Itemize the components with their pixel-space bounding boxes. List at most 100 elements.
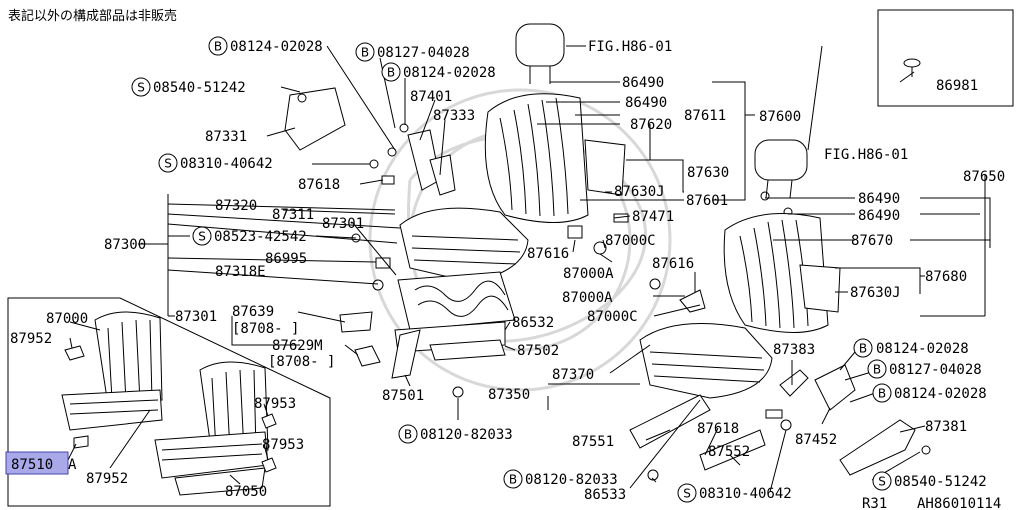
label-87611[interactable]: 87611 <box>684 108 726 124</box>
label-87502[interactable]: 87502 <box>517 343 559 359</box>
label-s-08540-51242-a[interactable]: 08540-51242 <box>153 80 246 96</box>
label-86532[interactable]: 86532 <box>512 315 554 331</box>
circled-b-mark <box>867 359 887 379</box>
label-87620[interactable]: 87620 <box>630 117 672 133</box>
label-fig-h86-01-b[interactable]: FIG.H86-01 <box>824 147 908 163</box>
label-86533[interactable]: 86533 <box>584 487 626 503</box>
circled-s-letter: S <box>198 230 206 244</box>
label-86490-c[interactable]: 86490 <box>858 191 900 207</box>
label-diagram-code: AH86010114 <box>917 496 1001 510</box>
part-seatback-front-left <box>484 93 626 223</box>
label-87381[interactable]: 87381 <box>925 419 967 435</box>
circled-s-mark <box>872 471 892 491</box>
circled-b-letter: B <box>214 40 222 54</box>
label-87000a-b[interactable]: 87000A <box>562 290 613 306</box>
part-seat-cushion-front-right <box>639 323 773 399</box>
label-87952-a[interactable]: 87952 <box>10 331 52 347</box>
circled-b-mark <box>398 424 418 444</box>
label-87510-suffix: A <box>68 457 77 473</box>
label-b-08124-02028-b[interactable]: 08124-02028 <box>403 65 496 81</box>
label-b-08127-04028-b[interactable]: 08127-04028 <box>889 362 982 378</box>
label-87630j-a[interactable]: 87630J <box>614 184 665 200</box>
label-87616-a[interactable]: 87616 <box>527 246 569 262</box>
label-s-08540-51242-b[interactable]: 08540-51242 <box>894 474 987 490</box>
label-86490-b[interactable]: 86490 <box>625 95 667 111</box>
label-87680[interactable]: 87680 <box>925 269 967 285</box>
label-87650[interactable]: 87650 <box>963 169 1005 185</box>
label-86995[interactable]: 86995 <box>265 251 307 267</box>
label-87050[interactable]: 87050 <box>225 484 267 500</box>
label-87300[interactable]: 87300 <box>104 237 146 253</box>
leader-lines <box>67 45 991 493</box>
circled-b-letter: B <box>404 428 412 442</box>
part-rails-front-left <box>339 311 506 379</box>
label-87639[interactable]: 87639 <box>232 304 274 320</box>
label-87600[interactable]: 87600 <box>759 109 801 125</box>
label-87383[interactable]: 87383 <box>773 342 815 358</box>
circled-b-letter: B <box>878 387 886 401</box>
label-87953-a[interactable]: 87953 <box>254 396 296 412</box>
label-87601[interactable]: 87601 <box>686 193 728 209</box>
label-fig-h86-01-a[interactable]: FIG.H86-01 <box>588 39 672 55</box>
label-87000a-a[interactable]: 87000A <box>563 266 614 282</box>
label-87501[interactable]: 87501 <box>382 388 424 404</box>
label-s-08310-40642-b[interactable]: 08310-40642 <box>699 486 792 502</box>
circled-b-letter: B <box>509 473 517 487</box>
label-87510[interactable]: 87510 <box>11 457 53 473</box>
label-87301-a[interactable]: 87301 <box>322 216 364 232</box>
label-b-08124-02028-a[interactable]: 08124-02028 <box>230 39 323 55</box>
circled-b-mark <box>872 383 892 403</box>
label-87952-b[interactable]: 87952 <box>86 471 128 487</box>
label-87618-b[interactable]: 87618 <box>697 421 739 437</box>
label-87551[interactable]: 87551 <box>572 434 614 450</box>
label-87370[interactable]: 87370 <box>552 367 594 383</box>
label-87552[interactable]: 87552 <box>708 444 750 460</box>
label-87953-b[interactable]: 87953 <box>262 437 304 453</box>
circled-b-mark <box>503 469 523 489</box>
note-text: 表記以外の構成部品は非販売 <box>8 8 177 24</box>
label-87000[interactable]: 87000 <box>46 311 88 327</box>
label-b-08120-82033-a[interactable]: 08120-82033 <box>420 427 513 443</box>
label-b-08120-82033-b[interactable]: 08120-82033 <box>525 472 618 488</box>
label-87350[interactable]: 87350 <box>488 387 530 403</box>
part-headrest-front-left <box>515 23 565 84</box>
label-s-08310-40642-a[interactable]: 08310-40642 <box>180 156 273 172</box>
label-86490-a[interactable]: 86490 <box>622 75 664 91</box>
label-86490-d[interactable]: 86490 <box>858 208 900 224</box>
label-87630j-b[interactable]: 87630J <box>850 285 901 301</box>
label-86981[interactable]: 86981 <box>936 78 978 94</box>
label-87616-b[interactable]: 87616 <box>652 256 694 272</box>
label-r31: R31 <box>862 496 887 510</box>
label-87670[interactable]: 87670 <box>851 233 893 249</box>
label-87471[interactable]: 87471 <box>632 209 674 225</box>
label-87318e[interactable]: 87318E <box>215 264 266 280</box>
circled-s-mark <box>131 77 151 97</box>
label-87630[interactable]: 87630 <box>687 165 729 181</box>
label-87311[interactable]: 87311 <box>272 207 314 223</box>
part-seat-cushion-front-left <box>394 207 529 353</box>
label-range-8708-b: [8708- ] <box>268 354 335 370</box>
label-87301-b[interactable]: 87301 <box>175 309 217 325</box>
label-87331[interactable]: 87331 <box>205 129 247 145</box>
label-87333[interactable]: 87333 <box>433 108 475 124</box>
label-87452[interactable]: 87452 <box>795 432 837 448</box>
circled-b-letter: B <box>859 342 867 356</box>
part-86981-clip <box>903 58 921 77</box>
part-hinge-87401 <box>407 129 456 196</box>
label-87401[interactable]: 87401 <box>410 89 452 105</box>
highlight-87510 <box>5 451 69 475</box>
label-b-08124-02028-c[interactable]: 08124-02028 <box>876 341 969 357</box>
label-87618-a[interactable]: 87618 <box>298 177 340 193</box>
label-b-08124-02028-d[interactable]: 08124-02028 <box>894 386 987 402</box>
label-87000c-b[interactable]: 87000C <box>587 309 638 325</box>
label-s-08523-42542[interactable]: 08523-42542 <box>214 229 307 245</box>
label-87320[interactable]: 87320 <box>215 198 257 214</box>
circled-b-mark <box>381 62 401 82</box>
circled-s-letter: S <box>137 81 145 95</box>
circled-b-mark <box>853 338 873 358</box>
label-87000c-a[interactable]: 87000C <box>605 233 656 249</box>
label-87629m[interactable]: 87629M <box>272 338 323 354</box>
label-b-08127-04028-a[interactable]: 08127-04028 <box>377 45 470 61</box>
circled-s-letter: S <box>683 487 691 501</box>
